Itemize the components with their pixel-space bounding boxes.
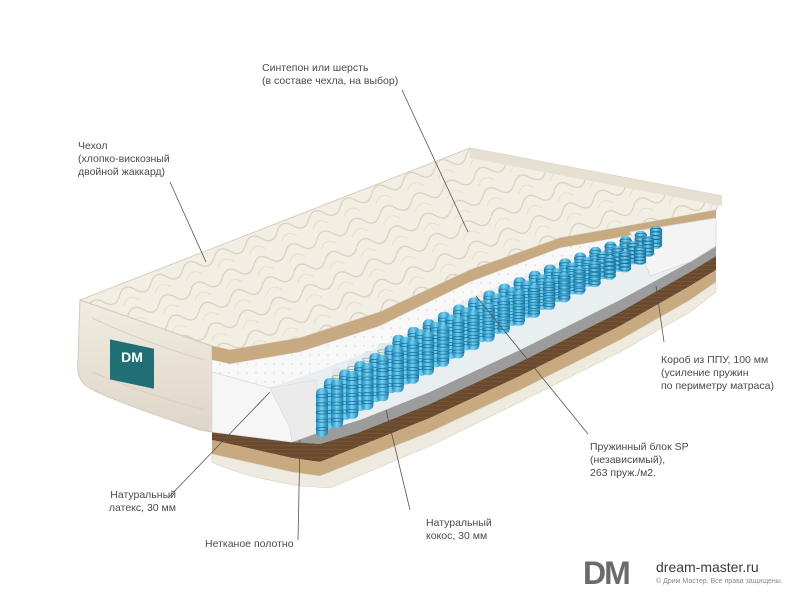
spring-coil xyxy=(421,331,435,376)
label-ppu-line2: (усиление пружин xyxy=(661,367,749,379)
brand-site-link[interactable]: dream-master.ru xyxy=(656,559,759,575)
spring-coil xyxy=(467,310,480,351)
spring-coil xyxy=(451,317,465,359)
label-spring-line2: (независимый), xyxy=(590,454,666,466)
layer-bottom-felt xyxy=(212,270,716,476)
spring-coil xyxy=(436,324,450,367)
spring-block xyxy=(315,226,663,437)
spring-coil xyxy=(573,266,586,295)
spring-coil xyxy=(527,284,541,318)
leader-lines xyxy=(167,89,665,541)
label-spring-block: Пружинный блок SP (независимый), 263 пру… xyxy=(590,441,689,480)
leader-latex xyxy=(167,391,271,499)
brand-logo: DM xyxy=(583,555,631,591)
layer-cover-fill xyxy=(212,210,716,364)
spring-coil xyxy=(542,278,556,311)
spring-coil xyxy=(361,362,374,410)
leader-cover xyxy=(169,181,207,263)
label-coconut-line1: Натуральный xyxy=(426,517,492,529)
ppu-box-left-face xyxy=(269,379,321,443)
label-cover-line3: двойной жаккард) xyxy=(78,166,166,178)
spring-coil xyxy=(345,371,359,419)
label-cover-fill-line2: (в составе чехла, на выбор) xyxy=(262,75,399,87)
spring-coil xyxy=(391,346,405,393)
svg-text:DM: DM xyxy=(121,349,143,365)
label-latex: Натуральный латекс, 30 мм xyxy=(104,489,176,515)
leader-ppu-box xyxy=(655,285,665,343)
label-latex-line1: Натуральный xyxy=(110,489,176,501)
label-cover-line1: Чехол xyxy=(78,140,108,152)
spring-coil xyxy=(482,303,495,342)
spring-coil xyxy=(330,379,344,428)
mattress-back-edge xyxy=(470,148,722,206)
spring-coil xyxy=(618,250,632,273)
label-cover-fill-line1: Синтепон или шерсть xyxy=(262,62,369,74)
label-coconut: Натуральный кокос, 30 мм xyxy=(426,517,492,543)
label-latex-line2: латекс, 30 мм xyxy=(108,502,176,514)
leader-cover-fill xyxy=(401,89,469,233)
spring-coil xyxy=(315,388,329,437)
svg-text:DM: DM xyxy=(583,555,629,591)
spring-coil xyxy=(376,354,389,402)
leader-nonwoven xyxy=(297,439,301,541)
leader-coconut xyxy=(385,409,411,511)
label-cover-fill: Синтепон или шерсть (в составе чехла, на… xyxy=(262,62,398,88)
mattress-bottom-cover xyxy=(211,281,717,489)
spring-coil xyxy=(603,256,617,280)
label-coconut-line2: кокос, 30 мм xyxy=(426,530,488,542)
spring-coil xyxy=(557,272,571,303)
spring-coil xyxy=(588,261,601,288)
label-ppu-line1: Короб из ППУ, 100 мм xyxy=(661,354,769,366)
label-nonwoven: Нетканое полотно xyxy=(205,538,294,551)
spring-coil xyxy=(633,246,647,265)
leader-spring-block xyxy=(475,295,589,435)
brand-copyright: © Дрим Мастер. Все права защищены. xyxy=(656,578,783,585)
spring-coil xyxy=(497,297,511,334)
label-spring-line1: Пружинный блок SP xyxy=(590,441,689,453)
label-spring-line3: 263 пруж./м2. xyxy=(590,467,657,479)
label-ppu-box: Короб из ППУ, 100 мм (усиление пружин по… xyxy=(661,354,774,393)
label-nonwoven-line1: Нетканое полотно xyxy=(205,538,294,550)
spring-coil xyxy=(406,339,420,384)
spring-coil xyxy=(512,290,526,326)
label-cover-line2: (хлопко-вискозный xyxy=(78,153,170,165)
dm-side-badge: DM xyxy=(110,339,154,389)
label-cover: Чехол (хлопко-вискозный двойной жаккард) xyxy=(78,140,170,179)
label-ppu-line3: по периметру матраса) xyxy=(661,380,774,392)
layer-coconut xyxy=(212,256,716,462)
